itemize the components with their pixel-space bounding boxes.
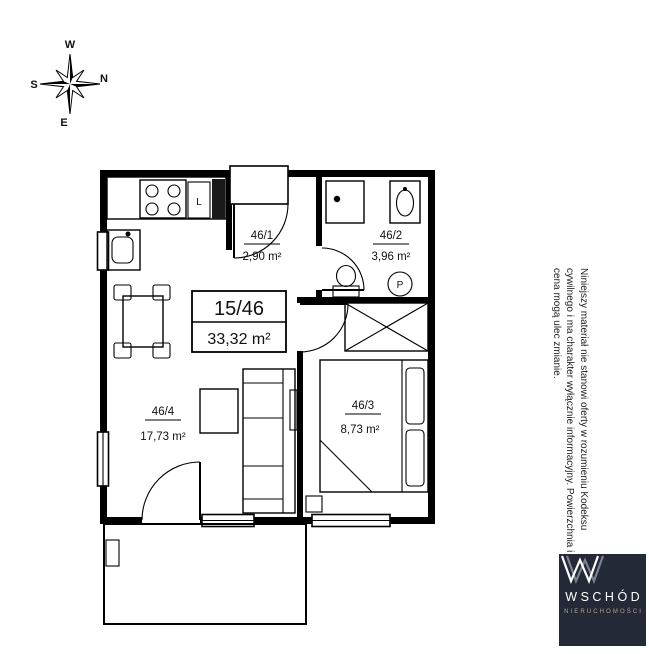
- logo-w-icon: [560, 555, 605, 584]
- burner: [145, 184, 159, 198]
- wardrobe-cross: [344, 302, 429, 352]
- wall-hall-bath-lower: [316, 290, 322, 303]
- burner: [167, 202, 181, 216]
- washing-machine-knob: [333, 195, 341, 203]
- room-id-46-1: 46/1: [251, 230, 273, 242]
- wall-hall-bath-upper: [316, 170, 322, 246]
- counter-cabinet: [187, 181, 211, 219]
- logo-subtitle: NIERUCHOMOŚCI: [564, 608, 644, 615]
- room-id-46-3: 46/3: [352, 400, 374, 412]
- bathroom-sink-basin: [395, 189, 415, 217]
- room-area-46-3: 8,73 m²: [341, 424, 380, 436]
- window-kitchen-left: [96, 231, 110, 271]
- coffee-table: [199, 388, 239, 434]
- bathroom: P 46/2 3,96 m²: [321, 180, 421, 298]
- living-room: 46/4 17,73 m²: [113, 284, 298, 521]
- balcony-door-swing: [141, 461, 201, 521]
- washing-machine: [325, 180, 365, 224]
- fridge-block: [212, 179, 225, 219]
- toilet-tank: [332, 285, 360, 298]
- bathroom-faucet: [403, 187, 407, 191]
- compass-label-s: S: [30, 79, 37, 91]
- wall-top-right: [288, 170, 435, 177]
- compass-label-w: W: [65, 39, 76, 51]
- dining-table: [122, 295, 164, 348]
- balcony: [103, 523, 307, 625]
- hallway: 46/1 2,90 m²: [243, 230, 282, 263]
- wall-kitchen-hall: [226, 170, 232, 250]
- room-id-46-2: 46/2: [380, 230, 402, 242]
- wall-bottom-left: [100, 517, 142, 524]
- entrance-door-frame: [229, 165, 289, 205]
- balcony-outline: [103, 523, 307, 625]
- wall-left: [100, 170, 107, 524]
- kitchen-sink-basin: [111, 236, 134, 264]
- sofa: [242, 368, 296, 514]
- pillow: [405, 367, 425, 425]
- tv-cabinet: [289, 389, 298, 431]
- bedroom: 46/3 8,73 m²: [299, 302, 429, 513]
- windows: [96, 231, 391, 528]
- compass-shade-w: [40, 81, 70, 84]
- disclaimer-text: Niniejszy materiał nie stanowi oferty w …: [551, 268, 589, 553]
- chair: [152, 342, 171, 359]
- compass-label-e: E: [60, 117, 67, 129]
- room-area-46-2: 3,96 m²: [372, 251, 411, 263]
- bedroom-door-swing: [299, 303, 349, 353]
- compass-shade-n: [70, 54, 73, 84]
- compass: W N S E: [30, 39, 108, 129]
- kitchen-counter: [106, 176, 227, 220]
- compass-label-n: N: [100, 73, 108, 85]
- pillow: [405, 429, 425, 487]
- room-id-46-4: 46/4: [152, 406, 175, 418]
- nightstand: [305, 495, 323, 513]
- bathroom-sink: [389, 180, 421, 224]
- kitchen-faucet: [125, 231, 131, 237]
- balcony-detail: [105, 539, 120, 567]
- wardrobe: [344, 302, 429, 352]
- logo: WSCHÓD NIERUCHOMOŚCI: [559, 554, 646, 646]
- unit-label: 15/46 33,32 m²: [191, 290, 287, 353]
- bed: [319, 359, 429, 493]
- unit-number: 15/46: [214, 298, 264, 320]
- wall-top-left: [100, 170, 232, 177]
- kitchen-l-label: L: [196, 197, 202, 208]
- entrance: [229, 165, 289, 259]
- entrance-door-swing: [233, 203, 289, 259]
- stove: [139, 179, 187, 219]
- burner: [145, 202, 159, 216]
- compass-shade-s: [67, 84, 70, 114]
- compass-shade-e: [70, 84, 100, 87]
- logo-name: WSCHÓD: [565, 589, 644, 604]
- bathroom-p-label: P: [397, 280, 404, 291]
- wall-right: [428, 170, 435, 524]
- unit-area: 33,32 m²: [207, 331, 271, 348]
- blanket-fold: [319, 439, 373, 493]
- wall-bath-bedroom: [297, 297, 435, 303]
- room-area-46-1: 2,90 m²: [243, 251, 282, 263]
- kitchen: L: [106, 176, 227, 271]
- room-area-46-4: 17,73 m²: [140, 431, 186, 443]
- bathroom-door-swing: [321, 247, 365, 291]
- kitchen-sink: [106, 229, 141, 271]
- wall-living-bedroom: [297, 351, 303, 524]
- burner: [167, 184, 181, 198]
- chair: [152, 284, 171, 301]
- toilet-bowl: [335, 264, 357, 288]
- bathroom-p-symbol: [387, 271, 413, 297]
